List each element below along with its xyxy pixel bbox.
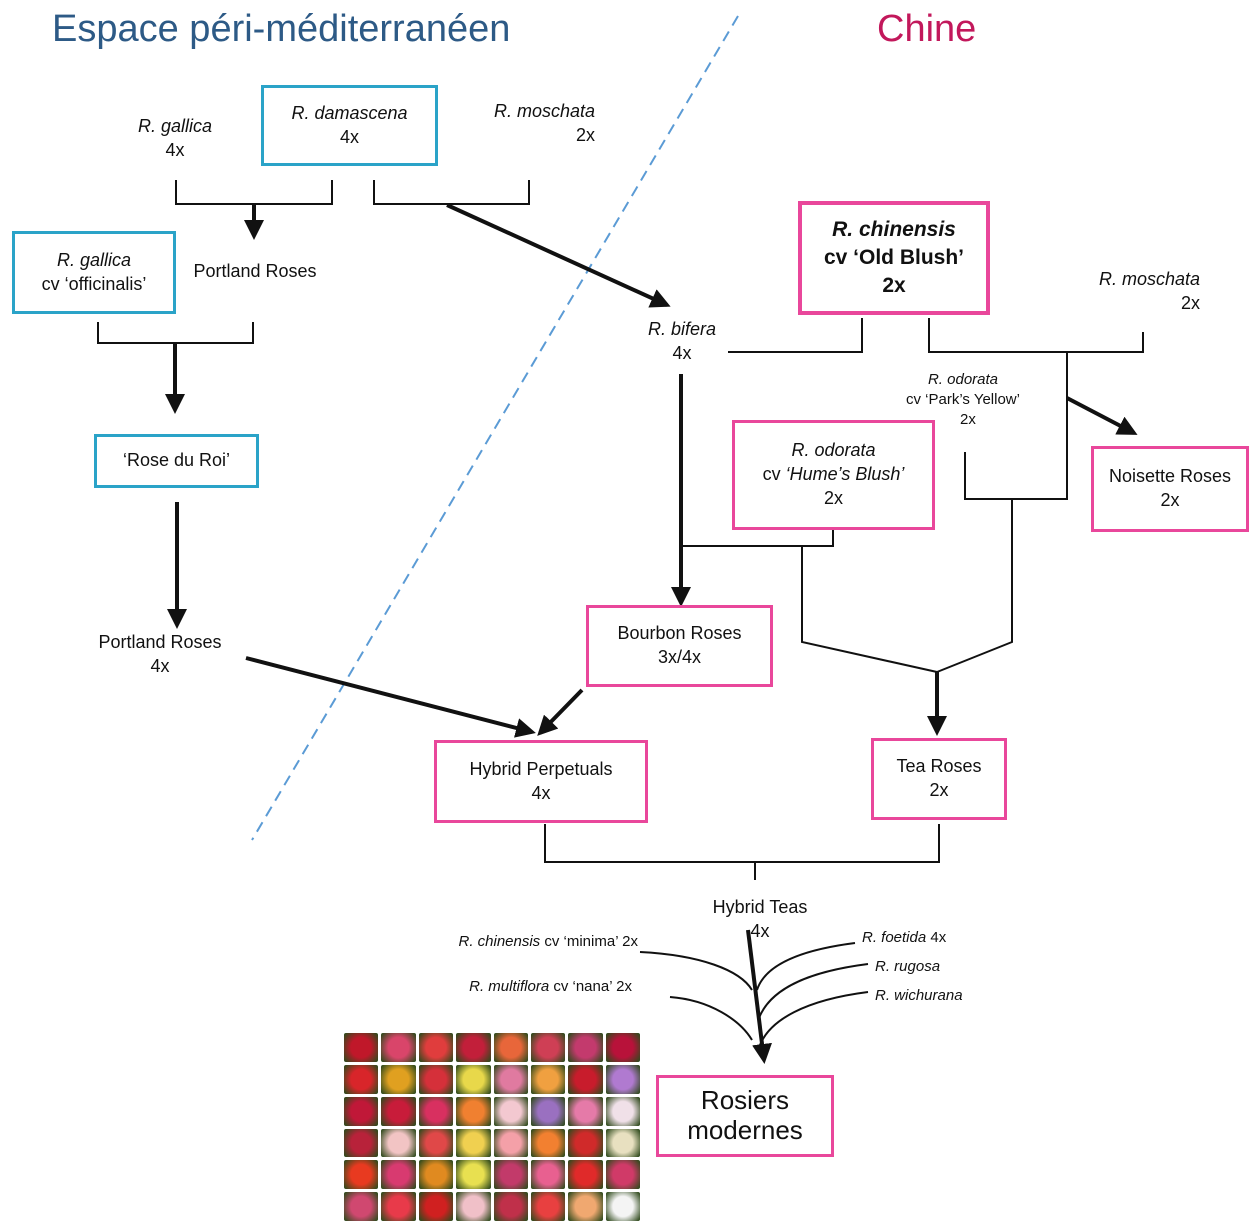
rose-photo-tile <box>344 1033 379 1062</box>
rose-photo-tile <box>381 1096 416 1126</box>
rose-photo-tile <box>456 1064 491 1094</box>
rose-photo-tile <box>568 1064 603 1094</box>
thin-connectors <box>97 180 1144 1046</box>
contributor-wichurana: R. wichurana <box>875 987 963 1004</box>
node-moschata-left: R. moschata 2x <box>493 101 595 145</box>
rose-photo-tile <box>418 1192 454 1221</box>
officinalis-portland-bracket <box>97 322 254 344</box>
rose-photo-tile <box>493 1096 528 1126</box>
arrow-portland-to-perpetuals <box>245 656 536 738</box>
rose-photo-tile <box>381 1160 416 1190</box>
multiflora-nana-branch <box>669 996 753 1041</box>
gallica-damascena-bracket <box>175 180 333 205</box>
node-portland-roses: Portland Roses <box>193 261 317 281</box>
rose-photo-tile <box>568 1033 603 1062</box>
rose-photo-tile <box>605 1128 640 1158</box>
tea-right-branch <box>936 499 1013 673</box>
rose-photo-tile <box>493 1160 528 1190</box>
bifera-chinensis-link <box>728 318 863 353</box>
foetida-branch <box>756 942 856 991</box>
rose-photo-tile <box>381 1064 416 1094</box>
rose-photo-tile <box>418 1033 454 1062</box>
rose-photo-tile <box>418 1096 454 1126</box>
node-tea-roses: Tea Roses 2x <box>871 738 1007 820</box>
rose-photo-tile <box>456 1128 491 1158</box>
arrow-to-modern-roses <box>746 929 772 1064</box>
rose-photo-tile <box>418 1064 454 1094</box>
node-gallica-officinalis: R. gallica cv ‘officinalis’ <box>12 231 176 314</box>
node-hybrid-teas: Hybrid Teas 4x <box>712 897 808 941</box>
node-gallica: R. gallica 4x <box>137 116 213 160</box>
node-moschata-right: R. moschata 2x <box>1098 269 1200 313</box>
rose-photo-mosaic <box>344 1033 640 1221</box>
rose-photo-tile <box>418 1128 454 1158</box>
chinensis-minima-branch <box>639 951 753 991</box>
rose-photo-tile <box>344 1064 379 1094</box>
rose-photo-tile <box>493 1033 528 1062</box>
rose-photo-tile <box>568 1096 603 1126</box>
rose-photo-tile <box>530 1033 566 1062</box>
node-portland-roses-4x: Portland Roses 4x <box>98 632 222 676</box>
rose-photo-tile <box>456 1033 491 1062</box>
node-hybrid-perpetuals: Hybrid Perpetuals 4x <box>434 740 648 823</box>
node-chinensis-old-blush: R. chinensis cv ‘Old Blush’ 2x <box>798 201 990 315</box>
rose-photo-tile <box>605 1192 640 1221</box>
rose-photo-tile <box>456 1160 491 1190</box>
rose-photo-tile <box>568 1128 603 1158</box>
rose-photo-tile <box>344 1128 379 1158</box>
rose-photo-tile <box>418 1160 454 1190</box>
rose-photo-tile <box>344 1096 379 1126</box>
contributor-chinensis-minima: R. chinensis cv ‘minima’ 2x <box>458 933 638 950</box>
node-noisette-roses: Noisette Roses 2x <box>1091 446 1249 532</box>
rose-photo-tile <box>568 1192 603 1221</box>
rose-photo-tile <box>344 1160 379 1190</box>
rugosa-branch <box>758 963 869 1019</box>
tea-left-branch <box>801 546 938 673</box>
rose-photo-tile <box>493 1192 528 1221</box>
rose-photo-tile <box>568 1160 603 1190</box>
region-divider <box>251 15 739 841</box>
rose-photo-tile <box>381 1128 416 1158</box>
descent-arrows <box>165 203 1138 1064</box>
rose-photo-tile <box>381 1033 416 1062</box>
wichurana-branch <box>759 991 869 1046</box>
node-bifera: R. bifera 4x <box>647 319 717 363</box>
rose-photo-tile <box>530 1160 566 1190</box>
rose-photo-tile <box>605 1033 640 1062</box>
contributor-rugosa: R. rugosa <box>875 958 941 975</box>
arrow-to-bifera <box>446 203 671 308</box>
rose-photo-tile <box>530 1128 566 1158</box>
node-rosiers-modernes: Rosiers modernes <box>656 1075 834 1157</box>
region-title-right: Chine <box>877 8 977 50</box>
rose-photo-tile <box>530 1064 566 1094</box>
node-rose-du-roi: ‘Rose du Roi’ <box>94 434 259 488</box>
rose-photo-tile <box>493 1128 528 1158</box>
rose-photo-tile <box>344 1192 379 1221</box>
bifera-humes-link <box>681 530 834 547</box>
rose-photo-tile <box>456 1096 491 1126</box>
contributor-foetida: R. foetida 4x <box>862 929 947 946</box>
node-humes-blush: R. odorata cv ‘Hume’s Blush’ 2x <box>732 420 935 530</box>
rose-photo-tile <box>605 1096 640 1126</box>
damascena-moschata-bracket <box>373 180 530 205</box>
rose-photo-tile <box>605 1064 640 1094</box>
node-damascena: R. damascena 4x <box>261 85 438 166</box>
perpetual-tea-bracket <box>544 824 940 863</box>
rose-photo-tile <box>493 1064 528 1094</box>
node-parks-yellow: R. odorata cv ‘Park’s Yellow’ 2x <box>906 371 1020 428</box>
node-bourbon-roses: Bourbon Roses 3x/4x <box>586 605 773 687</box>
rose-photo-tile <box>381 1192 416 1221</box>
contributor-multiflora-nana: R. multiflora cv ‘nana’ 2x <box>469 978 632 995</box>
region-title-left: Espace péri-méditerranéen <box>52 8 511 50</box>
rose-photo-tile <box>605 1160 640 1190</box>
rose-photo-tile <box>530 1192 566 1221</box>
chinensis-moschata-bracket <box>928 318 1144 353</box>
arrow-to-noisette <box>1066 396 1138 435</box>
rose-photo-tile <box>456 1192 491 1221</box>
noisette-trunk <box>964 352 1068 500</box>
rose-photo-tile <box>530 1096 566 1126</box>
arrow-bourbon-to-perpetuals <box>537 688 584 736</box>
